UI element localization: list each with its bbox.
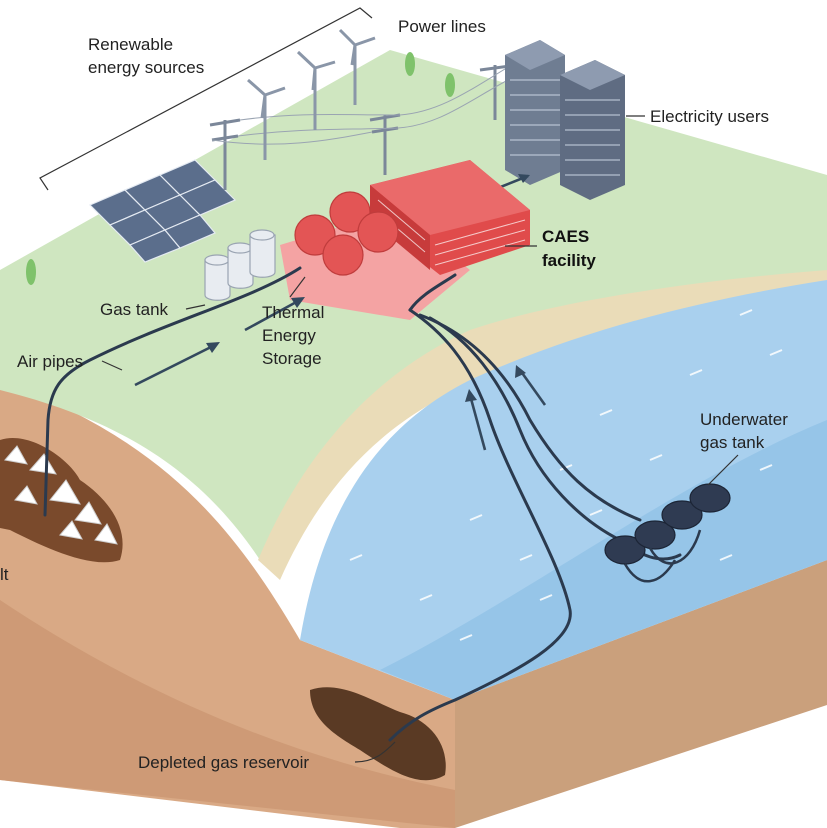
label-air-pipes: Air pipes: [17, 352, 83, 371]
label-caes-1: CAES: [542, 227, 589, 246]
label-caes-2: facility: [542, 251, 596, 270]
label-thermal-3: Storage: [262, 349, 322, 368]
label-salt-fragment: lt: [0, 565, 9, 584]
label-gas-tank: Gas tank: [100, 300, 169, 319]
label-electricity-users: Electricity users: [650, 107, 769, 126]
label-power-lines: Power lines: [398, 17, 486, 36]
label-underwater-1: Underwater: [700, 410, 788, 429]
label-renewable-1: Renewable: [88, 35, 173, 54]
label-thermal-1: Thermal: [262, 303, 324, 322]
label-underwater-2: gas tank: [700, 433, 765, 452]
label-renewable-2: energy sources: [88, 58, 204, 77]
label-depleted-reservoir: Depleted gas reservoir: [138, 753, 309, 772]
label-thermal-2: Energy: [262, 326, 316, 345]
